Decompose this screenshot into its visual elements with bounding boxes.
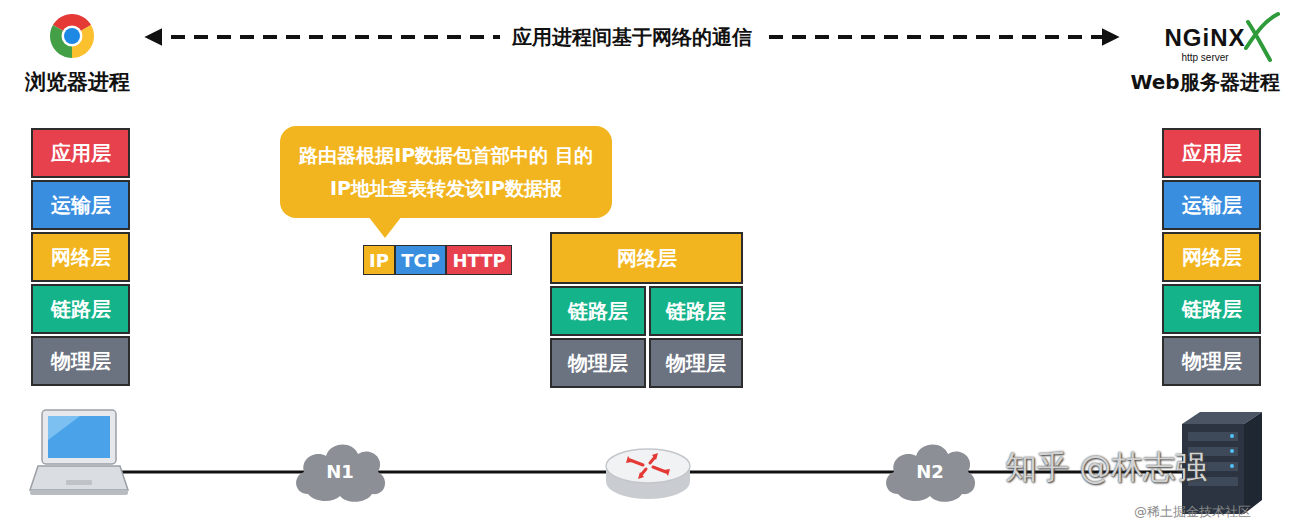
layer-box: 物理层 bbox=[1162, 336, 1261, 386]
box-label: 物理层 bbox=[1182, 348, 1242, 375]
box-label: 链路层 bbox=[1182, 296, 1242, 323]
callout-box: 路由器根据IP数据包首部中的 目的IP地址查表转发该IP数据报 bbox=[280, 126, 612, 218]
process-label: 浏览器进程 bbox=[8, 4, 146, 98]
layer-box: 链路层 bbox=[31, 284, 130, 334]
packet-field: TCP bbox=[395, 245, 446, 275]
box-label: 网络层 bbox=[1182, 244, 1242, 271]
layer-box: 链路层 bbox=[649, 286, 743, 336]
layer-box: 物理层 bbox=[649, 338, 743, 388]
box-label: N1 bbox=[326, 461, 354, 482]
cloud-outline bbox=[296, 444, 385, 501]
process-name: http server bbox=[1181, 52, 1228, 64]
box-label: 运输层 bbox=[51, 192, 111, 219]
layer-box: 应用层 bbox=[1162, 128, 1261, 178]
watermark: @稀土掘金技术社区 bbox=[1134, 503, 1251, 521]
box-label: 链路层 bbox=[666, 298, 726, 325]
box-label: TCP bbox=[401, 250, 440, 271]
nginx-mark bbox=[1246, 14, 1278, 60]
callout-pointer bbox=[368, 216, 402, 238]
process-label: NGiNXhttp serverWeb服务器进程 bbox=[1118, 4, 1292, 98]
laptop-icon bbox=[30, 410, 128, 495]
box-label: IP bbox=[369, 250, 389, 271]
box-label: 链路层 bbox=[51, 296, 111, 323]
box-label: 网络层 bbox=[51, 244, 111, 271]
network-cloud: N1 bbox=[290, 436, 390, 506]
box-label: HTTP bbox=[452, 250, 505, 271]
layer-box: 运输层 bbox=[31, 180, 130, 230]
box-label: 物理层 bbox=[51, 348, 111, 375]
process-name: Web服务器进程 bbox=[1130, 71, 1279, 94]
packet-field: HTTP bbox=[446, 245, 512, 275]
box-label: 应用层 bbox=[51, 140, 111, 167]
callout-text: 路由器根据IP数据包首部中的 目的IP地址查表转发该IP数据报 bbox=[296, 139, 596, 206]
box-label: 物理层 bbox=[666, 350, 726, 377]
layer-box: 应用层 bbox=[31, 128, 130, 178]
network-cloud: N2 bbox=[880, 436, 980, 506]
layer-box: 网络层 bbox=[1162, 232, 1261, 282]
layer-box: 链路层 bbox=[550, 286, 646, 336]
edge-label: 应用进程间基于网络的通信 bbox=[500, 24, 764, 51]
router-icon bbox=[606, 449, 690, 499]
watermark: 知乎 @林志强 bbox=[1005, 446, 1207, 490]
box-label: N2 bbox=[916, 461, 944, 482]
box-label: 运输层 bbox=[1182, 192, 1242, 219]
layer-box: 网络层 bbox=[550, 232, 743, 284]
box-label: 网络层 bbox=[617, 245, 677, 272]
process-name: 浏览器进程 bbox=[25, 70, 130, 94]
layer-box: 运输层 bbox=[1162, 180, 1261, 230]
layer-box: 网络层 bbox=[31, 232, 130, 282]
layer-box: 物理层 bbox=[31, 336, 130, 386]
cloud-outline bbox=[886, 444, 975, 501]
process-name: NGiNX bbox=[1164, 24, 1245, 52]
layer-box: 链路层 bbox=[1162, 284, 1261, 334]
box-label: 链路层 bbox=[568, 298, 628, 325]
layer-box: 物理层 bbox=[550, 338, 646, 388]
packet-field: IP bbox=[363, 245, 395, 275]
chrome-icon bbox=[50, 14, 94, 58]
box-label: 应用层 bbox=[1182, 140, 1242, 167]
box-label: 物理层 bbox=[568, 350, 628, 377]
